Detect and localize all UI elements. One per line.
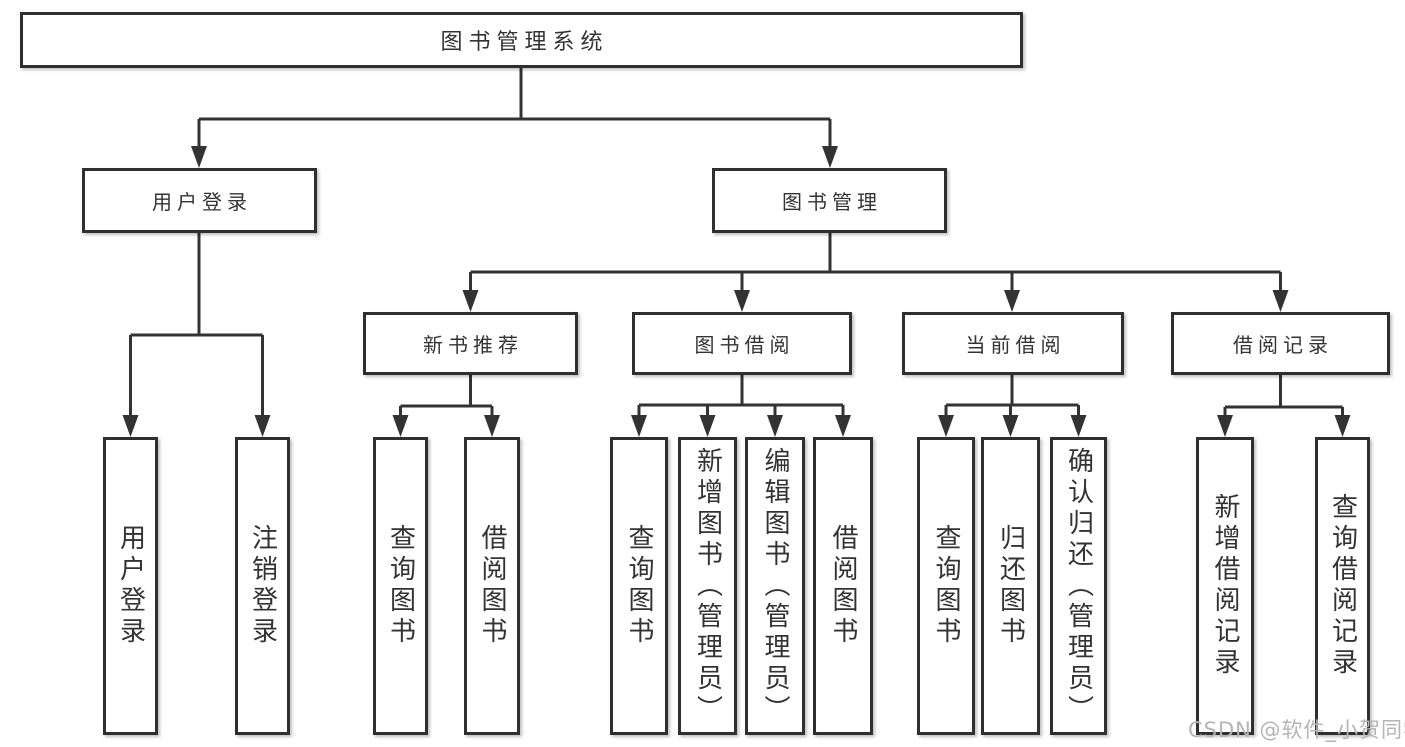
node-new-book-recommend-label: 新书推荐 (423, 333, 523, 357)
node-current-borrow: 当前借阅 (902, 312, 1124, 375)
node-borrow-query-books-label: 查询图书 (624, 524, 654, 648)
node-current-return-books-label: 归还图书 (995, 524, 1026, 648)
node-borrow-borrow-books: 借阅图书 (813, 437, 873, 735)
connector-root-to-level2 (191, 68, 838, 168)
node-current-confirm-return-admin: 确认归还（管理员） (1050, 437, 1107, 735)
node-borrow-add-books-admin: 新增图书（管理员） (678, 437, 737, 735)
node-root: 图书管理系统 (20, 12, 1023, 68)
node-borrow-add-books-admin-label: 新增图书（管理员） (692, 446, 723, 726)
node-borrow-record: 借阅记录 (1171, 312, 1390, 375)
connector-borrowrecord-children (1217, 375, 1351, 437)
node-user-login: 用户登录 (82, 168, 317, 233)
node-book-borrow-label: 图书借阅 (694, 333, 795, 357)
node-login-label: 用户登录 (115, 524, 146, 648)
node-current-confirm-return-admin-label: 确认归还（管理员） (1063, 446, 1094, 726)
connector-userlogin-children (122, 233, 271, 437)
node-borrow-edit-books-admin-label: 编辑图书（管理员） (760, 446, 790, 726)
node-borrow-query-books: 查询图书 (610, 437, 668, 735)
connector-currentborrow-children (938, 375, 1087, 437)
node-current-query-books-label: 查询图书 (931, 524, 961, 648)
node-book-borrow: 图书借阅 (632, 312, 852, 375)
node-newbook-query-books: 查询图书 (373, 437, 428, 735)
node-logout-label: 注销登录 (247, 524, 278, 648)
node-borrow-borrow-books-label: 借阅图书 (828, 524, 858, 648)
node-book-management-label: 图书管理 (782, 190, 882, 214)
node-borrow-record-label: 借阅记录 (1233, 333, 1333, 357)
node-newbook-query-books-label: 查询图书 (385, 524, 416, 648)
node-new-book-recommend: 新书推荐 (363, 312, 578, 375)
node-record-query-borrow-record: 查询借阅记录 (1315, 437, 1370, 735)
watermark: CSDN @软件_小贺同学 (1188, 718, 1405, 742)
node-logout: 注销登录 (235, 437, 290, 735)
connector-bookmgmt-children (462, 233, 1289, 312)
connector-bookborrow-children (631, 375, 851, 437)
node-record-query-borrow-record-label: 查询借阅记录 (1327, 493, 1358, 679)
node-root-label: 图书管理系统 (440, 30, 609, 55)
node-record-add-borrow-record-label: 新增借阅记录 (1210, 493, 1240, 679)
node-user-login-label: 用户登录 (152, 190, 252, 214)
node-current-borrow-label: 当前借阅 (965, 333, 1066, 357)
node-current-query-books: 查询图书 (917, 437, 975, 735)
connector-newbook-children (392, 375, 500, 437)
node-borrow-edit-books-admin: 编辑图书（管理员） (745, 437, 805, 735)
node-newbook-borrow-books: 借阅图书 (464, 437, 520, 735)
node-newbook-borrow-books-label: 借阅图书 (477, 524, 507, 648)
node-current-return-books: 归还图书 (981, 437, 1040, 735)
node-book-management: 图书管理 (712, 168, 947, 233)
node-record-add-borrow-record: 新增借阅记录 (1196, 437, 1254, 735)
node-login: 用户登录 (103, 437, 158, 735)
